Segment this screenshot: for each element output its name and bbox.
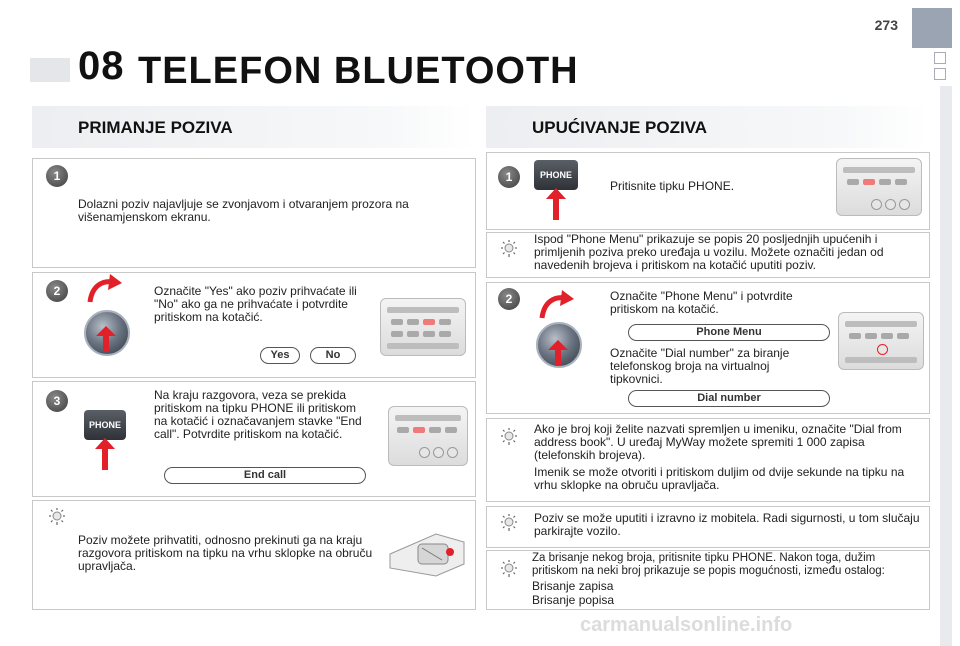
phone-button: PHONE [534, 160, 578, 190]
right-heading-bar [486, 106, 928, 148]
left-tip-text: Poziv možete prihvatiti, odnosno prekinu… [78, 533, 373, 573]
step-number-badge: 1 [46, 165, 68, 187]
left-step2-text: Označite "Yes" ako poziv prihvaćate ili … [154, 284, 357, 324]
right-tip4-panel [486, 550, 930, 610]
watermark: carmanualsonline.info [580, 614, 793, 636]
phone-button: PHONE [84, 410, 126, 440]
right-step2-text: Označite "Phone Menu" i potvrdite pritis… [610, 289, 793, 316]
no-option[interactable]: No [310, 347, 356, 364]
red-arrow-icon [548, 340, 568, 366]
lightbulb-icon [49, 508, 65, 525]
radio-unit-image [836, 158, 922, 216]
right-tip2-panel [486, 418, 930, 502]
red-arrow-icon [95, 438, 115, 470]
step-number-badge: 2 [46, 280, 68, 302]
left-step1-panel [32, 158, 476, 268]
step-number-badge: 1 [498, 166, 520, 188]
lightbulb-icon [501, 428, 517, 445]
radio-unit-image [388, 406, 468, 466]
chapter-title: TELEFON BLUETOOTH [138, 50, 579, 92]
right-tip2-text2: Imenik se može otvoriti i pritiskom dulj… [534, 465, 905, 492]
right-step2-text2: Označite "Dial number" za biranje telefo… [610, 346, 790, 386]
corner-square-icon [934, 52, 946, 64]
lightbulb-icon [501, 560, 517, 577]
steering-stalk-image [389, 533, 465, 577]
red-arrow-icon [87, 274, 122, 303]
step-number-badge: 2 [498, 288, 520, 310]
right-tip3-panel [486, 506, 930, 548]
lightbulb-icon [501, 514, 517, 531]
red-arrow-icon [546, 188, 566, 220]
radio-unit-image [838, 312, 924, 370]
right-tip3-text: Poziv se može uputiti i izravno iz mobit… [534, 511, 920, 538]
page-edge-strip [940, 86, 952, 646]
corner-square-icon [934, 68, 946, 80]
phone-menu-option[interactable]: Phone Menu [628, 324, 830, 341]
right-tip4-item1: Brisanje zapisa [532, 579, 614, 593]
red-arrow-icon [96, 326, 116, 352]
dial-number-option[interactable]: Dial number [628, 390, 830, 407]
end-call-option[interactable]: End call [164, 467, 366, 484]
right-step1-text: Pritisnite tipku PHONE. [610, 179, 735, 193]
right-tip2-text: Ako je broj koji želite nazvati spremlje… [534, 422, 902, 462]
lightbulb-icon [501, 240, 517, 257]
page-number: 273 [874, 17, 898, 33]
step-number-badge: 3 [46, 390, 68, 412]
red-arrow-icon [539, 290, 574, 319]
right-tip4-text: Za brisanje nekog broja, pritisnite tipk… [532, 552, 885, 577]
right-tip1-text: Ispod "Phone Menu" prikazuje se popis 20… [534, 232, 884, 272]
chapter-bar [30, 58, 70, 82]
yes-option[interactable]: Yes [260, 347, 300, 364]
left-section-heading: PRIMANJE POZIVA [78, 118, 233, 137]
page-corner-tab [912, 8, 952, 48]
right-tip4-item2: Brisanje popisa [532, 593, 615, 607]
chapter-number: 08 [78, 44, 125, 88]
left-step3-text: Na kraju razgovora, veza se prekida prit… [154, 388, 362, 441]
radio-unit-image [380, 298, 466, 356]
right-section-heading: UPUĆIVANJE POZIVA [532, 118, 708, 137]
right-tip1-panel [486, 232, 930, 278]
left-heading-bar [32, 106, 474, 148]
left-step1-text: Dolazni poziv najavljuje se zvonjavom i … [78, 197, 409, 224]
